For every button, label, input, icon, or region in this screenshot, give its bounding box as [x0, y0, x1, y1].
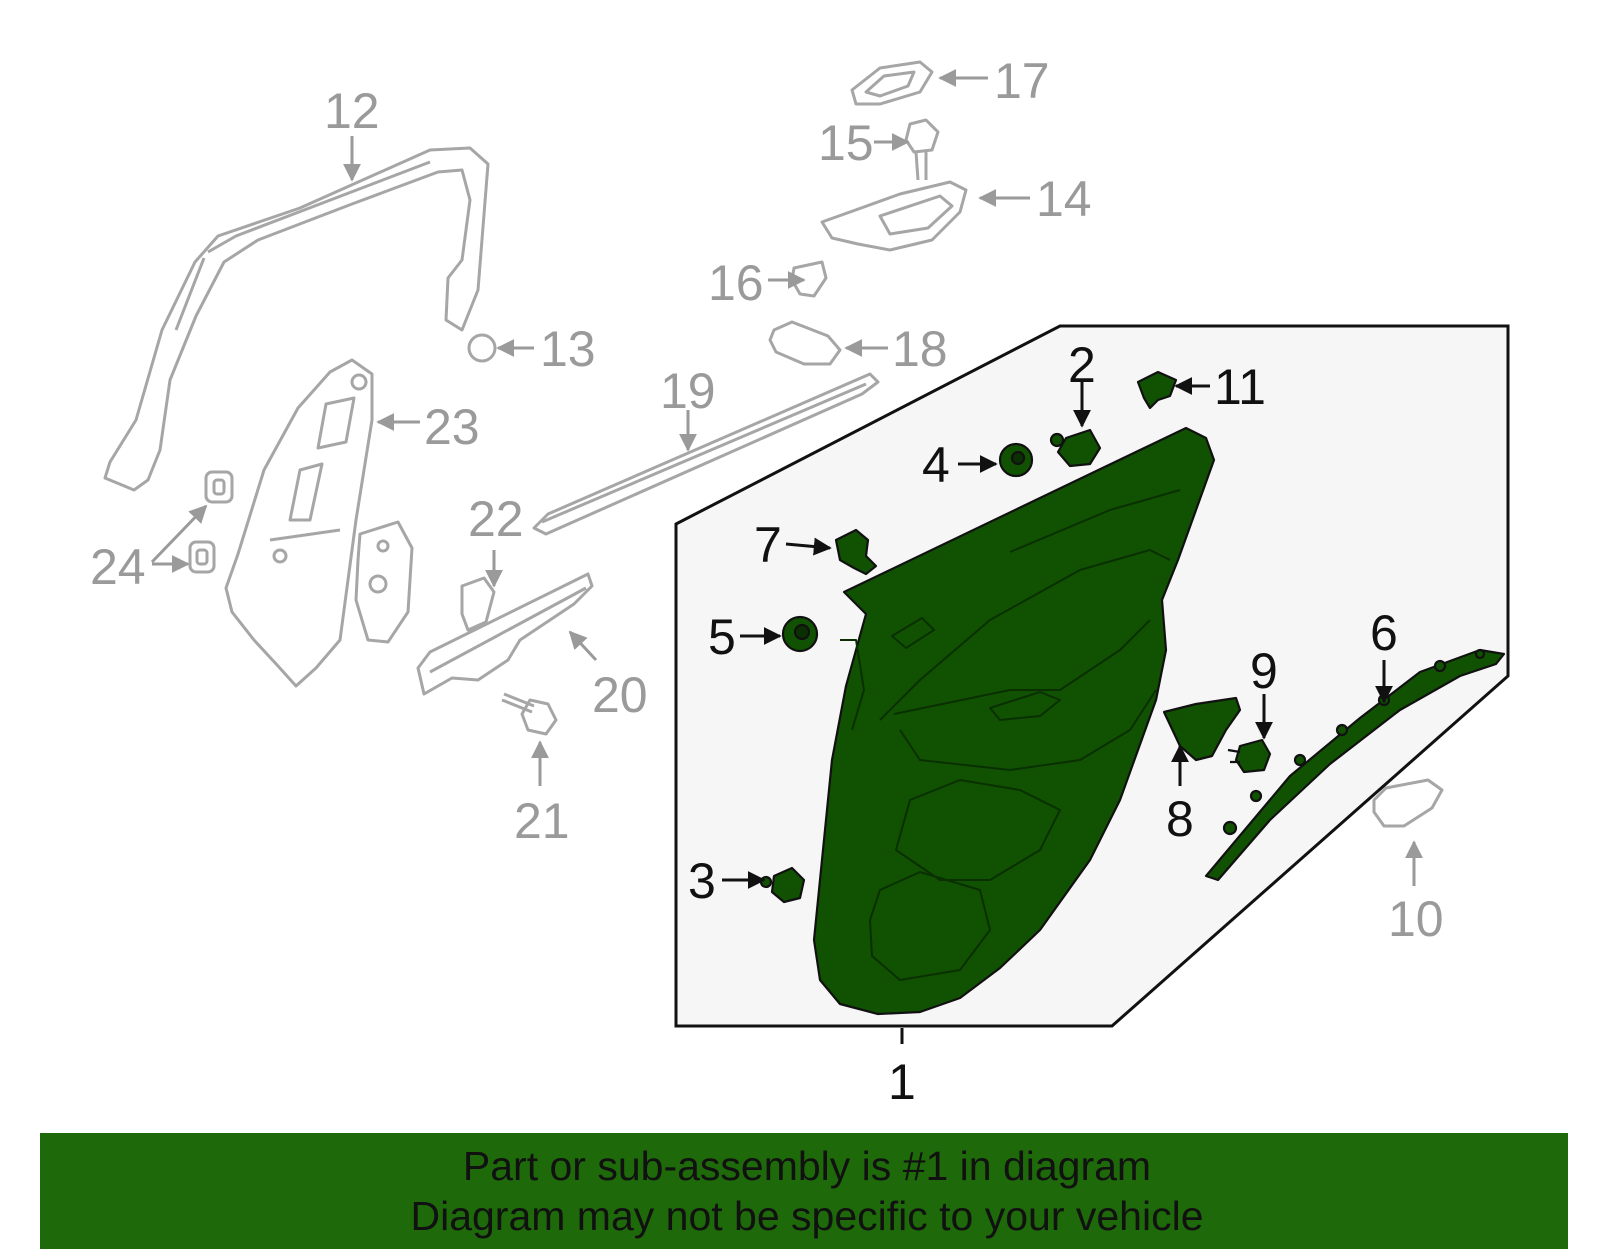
callout-24[interactable]: 24 [90, 539, 146, 595]
part-1-door-trim-panel [812, 426, 1216, 1016]
part-19-belt-molding [532, 372, 880, 536]
part-24-grommet-upper [204, 470, 234, 504]
part-9-bolt [1227, 738, 1272, 774]
callout-12[interactable]: 12 [324, 83, 380, 139]
part-10-cap [1372, 778, 1444, 828]
callout-11[interactable]: 11 [1214, 359, 1266, 415]
callout-4[interactable]: 4 [922, 437, 950, 493]
callout-5[interactable]: 5 [708, 609, 736, 665]
part-14-bezel [820, 180, 968, 252]
part-6-weatherstrip [1204, 648, 1506, 882]
part-24-grommet-lower [188, 540, 216, 574]
callout-13[interactable]: 13 [540, 321, 596, 377]
callout-9[interactable]: 9 [1250, 643, 1278, 699]
part-17-cover [850, 60, 934, 106]
callout-15[interactable]: 15 [818, 115, 874, 171]
callout-21[interactable]: 21 [514, 793, 570, 849]
part-11-push-pin [1136, 370, 1178, 410]
callout-3[interactable]: 3 [688, 853, 716, 909]
part-7-clip [834, 528, 878, 576]
callout-22[interactable]: 22 [468, 491, 524, 547]
callout-8[interactable]: 8 [1166, 791, 1194, 847]
info-banner: Part or sub-assembly is #1 in diagram Di… [40, 1133, 1568, 1249]
banner-line-1: Part or sub-assembly is #1 in diagram [462, 1143, 1152, 1189]
callout-17[interactable]: 17 [994, 53, 1050, 109]
callout-19[interactable]: 19 [660, 363, 716, 419]
callout-16[interactable]: 16 [708, 255, 764, 311]
part-12-door-frame [103, 146, 490, 492]
callout-10[interactable]: 10 [1388, 891, 1444, 947]
callout-2[interactable]: 2 [1068, 337, 1096, 393]
callout-20[interactable]: 20 [592, 667, 648, 723]
part-22-clip [460, 576, 496, 632]
callout-7[interactable]: 7 [754, 517, 782, 573]
part-20-reinforcement [416, 572, 594, 696]
callout-18[interactable]: 18 [892, 321, 948, 377]
callout-14[interactable]: 14 [1036, 171, 1092, 227]
callout-1[interactable]: 1 [888, 1054, 916, 1110]
part-13-plug [467, 333, 497, 363]
part-3-screw [770, 866, 806, 904]
part-18-bracket [768, 320, 842, 366]
part-2-clip [1056, 428, 1102, 468]
part-23-door-module [224, 358, 374, 688]
callout-23[interactable]: 23 [424, 399, 480, 455]
part-21-bolt [501, 692, 558, 736]
banner-line-2: Diagram may not be specific to your vehi… [410, 1193, 1204, 1239]
callout-6[interactable]: 6 [1370, 605, 1398, 661]
part-15-screw [904, 118, 940, 181]
